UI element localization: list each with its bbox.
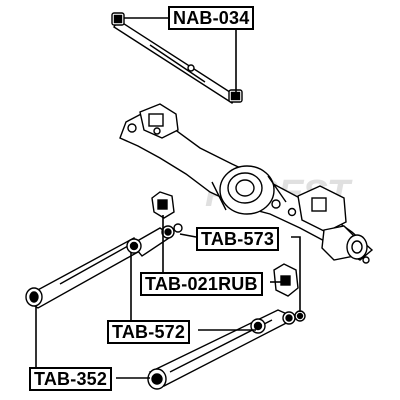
upper-arm [25, 223, 183, 309]
part-label-tab-572: TAB-572 [107, 320, 191, 344]
part-label-tab-021rub: TAB-021RUB [140, 272, 263, 296]
part-label-nab-034: NAB-034 [168, 6, 255, 30]
part-label-tab-573: TAB-573 [196, 227, 280, 251]
bushing-tab021rub [151, 191, 299, 297]
rear-axle-housing [119, 103, 374, 264]
lower-arm [147, 309, 306, 390]
part-label-tab-352: TAB-352 [29, 367, 113, 391]
lateral-rod-nab034 [111, 12, 243, 104]
